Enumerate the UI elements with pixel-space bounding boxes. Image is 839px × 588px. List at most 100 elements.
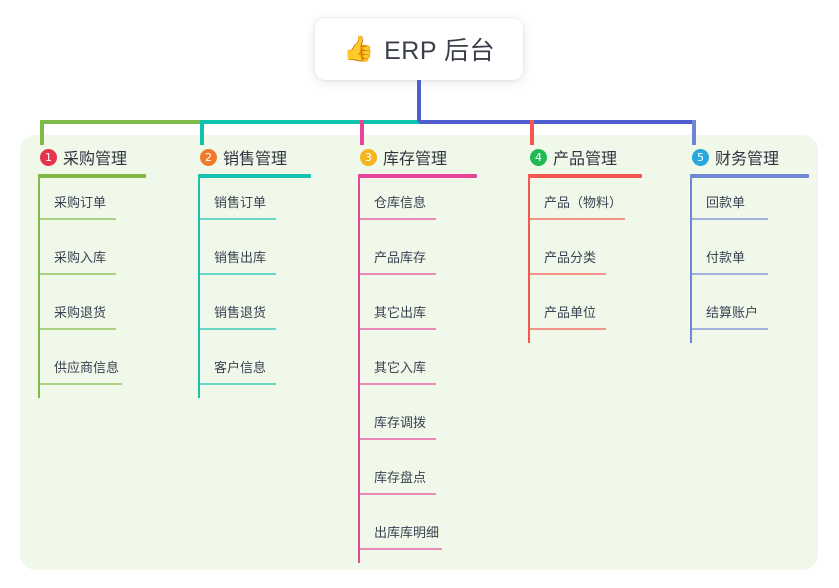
child-spine [38,178,40,398]
child-label: 库存调拨 [374,415,427,430]
child-node[interactable]: 付款单 [690,233,809,288]
child-node[interactable]: 回款单 [690,178,809,233]
child-label: 采购入库 [54,250,107,265]
drop-finance [692,120,696,145]
child-label: 出库库明细 [374,525,440,540]
child-underline [38,328,116,330]
child-node[interactable]: 采购退货 [38,288,146,343]
child-node[interactable]: 客户信息 [198,343,311,398]
child-label: 供应商信息 [54,360,120,375]
branch-children: 回款单付款单结算账户 [690,178,809,343]
branch-number-badge: 5 [692,148,709,166]
child-label: 产品库存 [374,250,427,265]
branch-title: 采购管理 [63,151,128,168]
branch-number-badge: 1 [40,148,57,166]
child-underline [528,273,606,275]
child-label: 付款单 [706,250,746,265]
branch-title: 产品管理 [553,151,618,168]
bar-segment-blue [419,120,696,124]
child-label: 销售出库 [214,250,267,265]
branch-title: 财务管理 [715,151,780,168]
child-underline [528,218,626,220]
branch-underline [358,174,477,178]
branch-number-badge: 4 [530,148,547,166]
bar-segment-teal [200,120,419,124]
child-label: 销售订单 [214,195,267,210]
child-underline [690,328,768,330]
child-underline [38,383,122,385]
branch-column-4: 4 产品管理产品（物料） 产品分类产品单位 [528,145,642,343]
child-node[interactable]: 销售出库 [198,233,311,288]
child-node[interactable]: 产品单位 [528,288,642,343]
branch-underline [528,174,642,178]
branch-children: 仓库信息产品库存其它出库其它入库库存调拨库存盘点出库库明细 [358,178,477,563]
branch-column-3: 3 库存管理仓库信息产品库存其它出库其它入库库存调拨库存盘点出库库明细 [358,145,477,563]
child-label: 其它入库 [374,360,427,375]
branch-number-badge: 2 [200,148,217,166]
child-node[interactable]: 供应商信息 [38,343,146,398]
child-node[interactable]: 销售退货 [198,288,311,343]
branch-children: 产品（物料） 产品分类产品单位 [528,178,642,343]
child-label: 采购订单 [54,195,107,210]
child-node[interactable]: 仓库信息 [358,178,477,233]
branch-underline [690,174,809,178]
child-label: 销售退货 [214,305,267,320]
branch-header-1[interactable]: 1 采购管理 [38,145,146,169]
thumbs-up-icon: 👍 [342,34,375,63]
branch-column-2: 2 销售管理销售订单销售出库销售退货客户信息 [198,145,311,398]
child-node[interactable]: 其它出库 [358,288,477,343]
child-node[interactable]: 采购订单 [38,178,146,233]
branch-number-badge: 3 [360,148,377,166]
child-underline [198,328,276,330]
bar-segment-green [40,120,200,124]
child-node[interactable]: 其它入库 [358,343,477,398]
branch-column-1: 1 采购管理采购订单采购入库采购退货供应商信息 [38,145,146,398]
child-underline [528,328,606,330]
child-underline [358,218,436,220]
branch-underline [198,174,311,178]
child-node[interactable]: 产品（物料） [528,178,642,233]
branch-header-5[interactable]: 5 财务管理 [690,145,809,169]
child-underline [358,273,436,275]
child-node[interactable]: 结算账户 [690,288,809,343]
drop-purchase [40,120,44,145]
branch-column-5: 5 财务管理回款单付款单结算账户 [690,145,809,343]
branch-title: 销售管理 [223,151,288,168]
child-node[interactable]: 库存盘点 [358,453,477,508]
root-stem-connector [417,80,421,122]
drop-sales [200,120,204,145]
child-node[interactable]: 销售订单 [198,178,311,233]
child-underline [358,328,436,330]
branch-title: 库存管理 [383,151,448,168]
child-underline [690,273,768,275]
child-underline [198,273,276,275]
child-node[interactable]: 采购入库 [38,233,146,288]
branch-header-4[interactable]: 4 产品管理 [528,145,642,169]
child-underline [358,493,436,495]
branch-underline [38,174,146,178]
child-node[interactable]: 出库库明细 [358,508,477,563]
child-spine [690,178,692,343]
branches-panel [20,135,818,570]
child-underline [358,548,442,550]
child-underline [358,438,436,440]
child-node[interactable]: 产品分类 [528,233,642,288]
child-label: 采购退货 [54,305,107,320]
child-label: 库存盘点 [374,470,427,485]
child-node[interactable]: 产品库存 [358,233,477,288]
branch-header-2[interactable]: 2 销售管理 [198,145,311,169]
child-label: 结算账户 [706,305,759,320]
child-label: 客户信息 [214,360,267,375]
child-label: 产品分类 [544,250,597,265]
root-title: ERP 后台 [384,37,496,65]
child-underline [38,218,116,220]
child-underline [690,218,768,220]
branch-children: 采购订单采购入库采购退货供应商信息 [38,178,146,398]
child-underline [358,383,436,385]
child-node[interactable]: 库存调拨 [358,398,477,453]
root-node[interactable]: 👍 ERP 后台 [315,18,523,80]
child-label: 产品（物料） [544,195,623,210]
child-label: 回款单 [706,195,746,210]
branch-header-3[interactable]: 3 库存管理 [358,145,477,169]
